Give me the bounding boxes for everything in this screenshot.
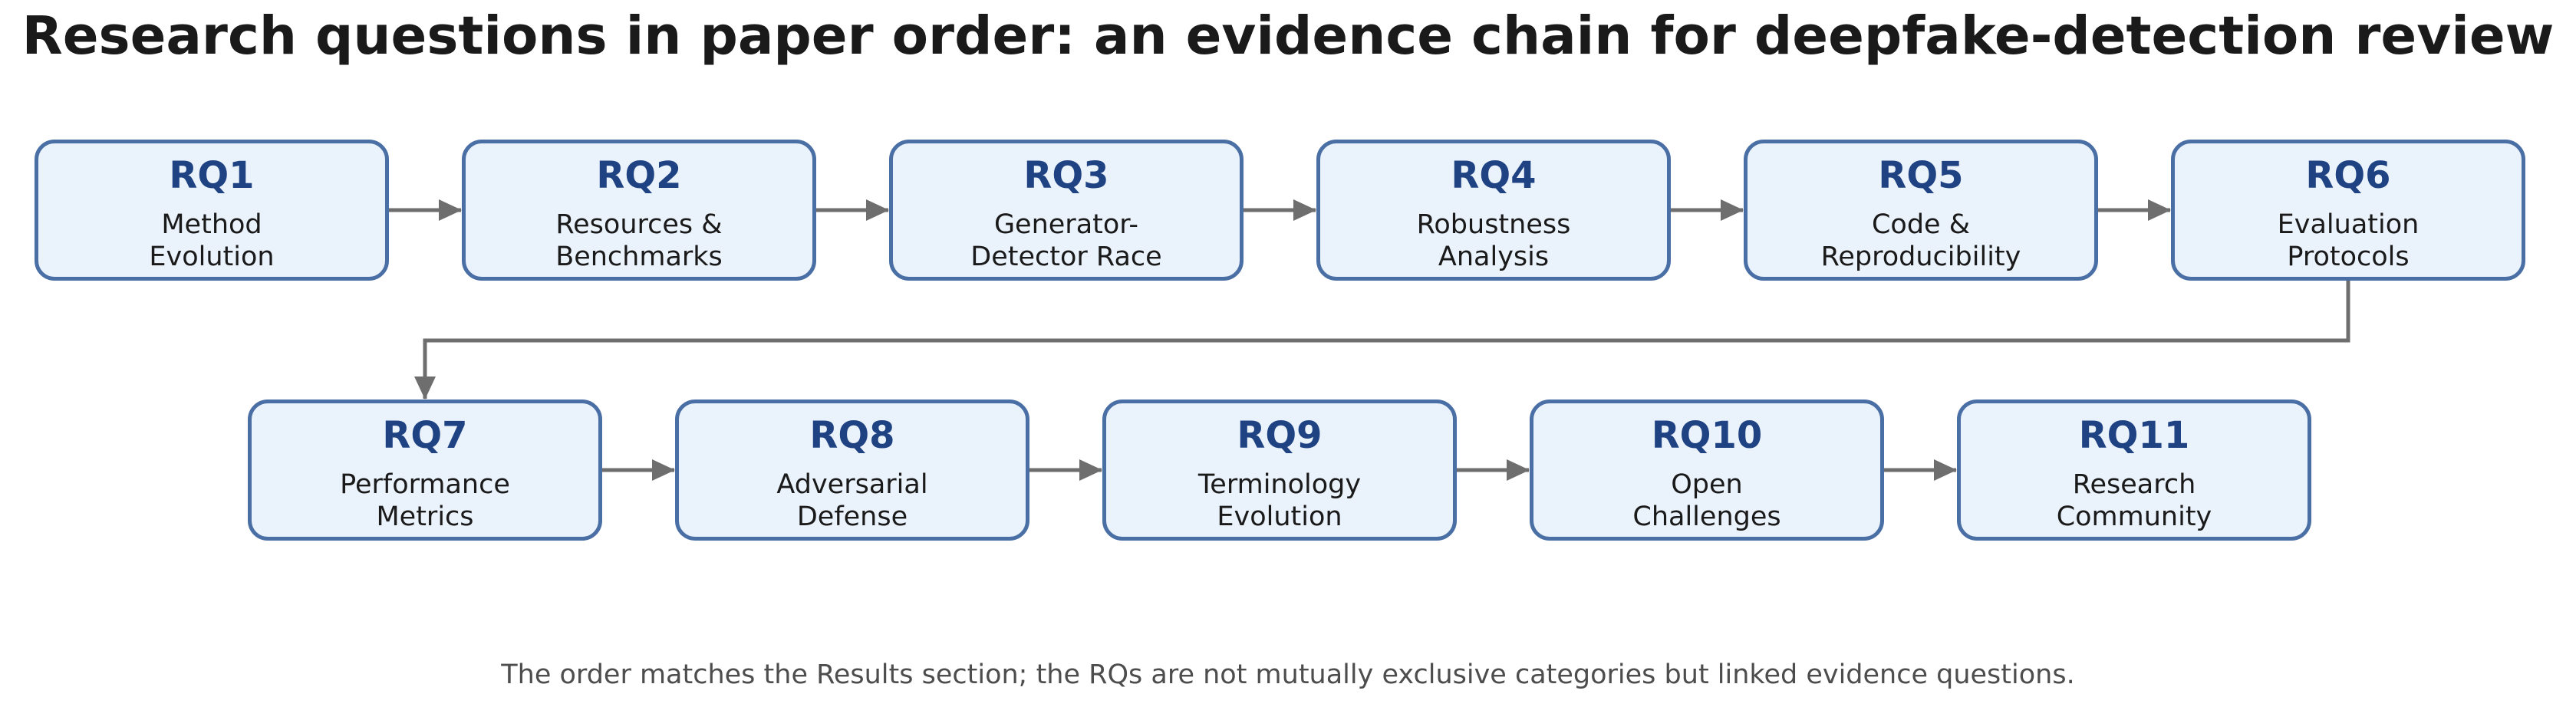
node-label-line1: Resources & <box>555 209 723 240</box>
node-label-line1: Performance <box>340 469 510 500</box>
node-label-line2: Challenges <box>1632 501 1781 532</box>
node-label-line1: Research <box>2072 469 2196 500</box>
node-label-line1: Robustness <box>1416 209 1571 240</box>
node-rq2: RQ2 Resources &Benchmarks <box>462 140 816 281</box>
node-id: RQ6 <box>2305 154 2391 197</box>
node-label-line1: Evaluation <box>2277 209 2420 240</box>
node-label-line1: Open <box>1671 469 1743 500</box>
node-label-line2: Community <box>2056 501 2212 532</box>
node-id: RQ5 <box>1878 154 1964 197</box>
node-label-line1: Adversarial <box>776 469 928 500</box>
node-id: RQ11 <box>2078 414 2190 457</box>
node-label-line2: Benchmarks <box>555 242 723 272</box>
node-id: RQ9 <box>1237 414 1323 457</box>
node-id: RQ8 <box>809 414 895 457</box>
diagram-caption: The order matches the Results section; t… <box>501 659 2075 690</box>
node-rq3: RQ3 Generator-Detector Race <box>889 140 1244 281</box>
node-label-line1: Terminology <box>1197 469 1362 500</box>
node-id: RQ7 <box>382 414 468 457</box>
edges-layer <box>389 199 2350 481</box>
node-id: RQ10 <box>1651 414 1763 457</box>
node-label: Code &Reproducibility <box>1748 209 2094 273</box>
node-label-line2: Analysis <box>1438 242 1550 272</box>
node-label-line2: Defense <box>796 501 908 532</box>
node-label-line1: Method <box>161 209 262 240</box>
node-id: RQ3 <box>1023 154 1109 197</box>
node-label: Generator-Detector Race <box>893 209 1240 273</box>
node-label-line1: Code & <box>1871 209 1971 240</box>
node-id: RQ2 <box>596 154 682 197</box>
diagram-title: Research questions in paper order: an ev… <box>21 5 2555 67</box>
node-label-line2: Metrics <box>376 501 474 532</box>
node-rq5: RQ5 Code &Reproducibility <box>1744 140 2098 281</box>
node-label: Resources &Benchmarks <box>466 209 812 273</box>
node-label-line2: Evolution <box>149 242 275 272</box>
node-label-line2: Protocols <box>2287 242 2410 272</box>
node-label-line2: Reproducibility <box>1820 242 2021 272</box>
node-id: RQ1 <box>169 154 255 197</box>
node-label-line2: Detector Race <box>970 242 1162 272</box>
node-label-line2: Evolution <box>1217 501 1342 532</box>
edge-rq6-to-rq7 <box>414 281 2350 400</box>
node-label-line1: Generator- <box>993 209 1139 240</box>
node-id: RQ4 <box>1451 154 1537 197</box>
